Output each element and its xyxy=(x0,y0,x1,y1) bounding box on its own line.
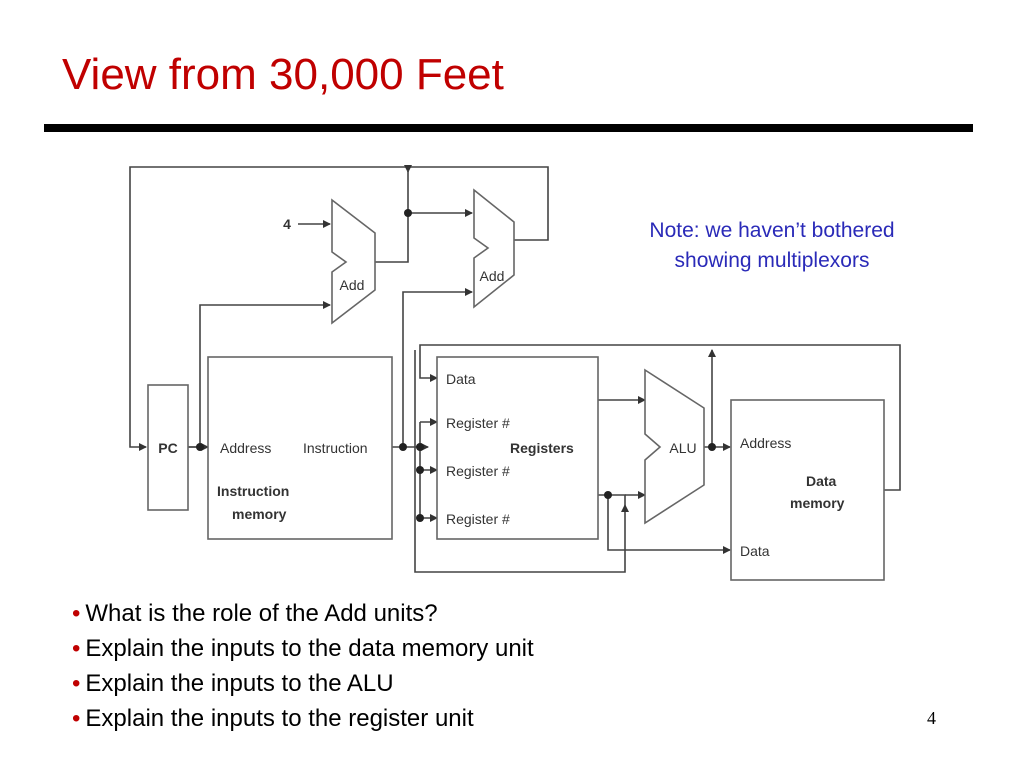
add1-to-add2-wire xyxy=(375,209,473,263)
data-memory-box xyxy=(730,399,885,581)
imem-name-line1: Instruction xyxy=(217,483,289,499)
junction-dot xyxy=(404,209,412,217)
junction-dot xyxy=(416,466,424,474)
alu xyxy=(644,368,705,525)
bullet-item: •Explain the inputs to the data memory u… xyxy=(72,631,534,666)
note-text: Note: we haven’t bothered showing multip… xyxy=(612,216,932,276)
junction-dot xyxy=(416,443,424,451)
bottom-loop-wire xyxy=(414,350,629,573)
reg-data-label: Data xyxy=(446,371,476,387)
imem-address-label: Address xyxy=(220,440,271,456)
junction-dot xyxy=(399,443,407,451)
bullet-item: •What is the role of the Add units? xyxy=(72,596,534,631)
imem-instruction-label: Instruction xyxy=(303,440,368,456)
reg-num2-label: Register # xyxy=(446,463,510,479)
page-number: 4 xyxy=(927,708,936,728)
adder-2 xyxy=(473,188,515,309)
junction-dot xyxy=(604,491,612,499)
slide-title: View from 30,000 Feet xyxy=(62,50,504,99)
pc-label: PC xyxy=(158,440,177,456)
reg-num1-label: Register # xyxy=(446,415,510,431)
bullet-marker: • xyxy=(72,705,81,732)
pc-feedback-wire xyxy=(129,166,549,451)
registers-box xyxy=(436,356,599,540)
junction-dot xyxy=(708,443,716,451)
registers-name: Registers xyxy=(510,440,574,456)
pc-box xyxy=(147,384,189,511)
bullet-marker: • xyxy=(72,635,81,662)
instruction-memory-box xyxy=(207,356,393,540)
bullet-marker: • xyxy=(72,600,81,627)
constant-four-label: 4 xyxy=(283,216,291,232)
bullet-marker: • xyxy=(72,670,81,697)
dmem-address-label: Address xyxy=(740,435,791,451)
imem-name-line2: memory xyxy=(232,506,287,522)
reg-to-dmem-data-wire xyxy=(607,495,731,554)
adder-1 xyxy=(331,198,376,325)
adder-1-label: Add xyxy=(340,277,365,293)
bullet-item: •Explain the inputs to the register unit xyxy=(72,701,534,736)
title-rule xyxy=(44,124,973,132)
dmem-name-line1: Data xyxy=(806,473,837,489)
junction-dot xyxy=(196,443,204,451)
bullet-text: Explain the inputs to the data memory un… xyxy=(85,635,534,662)
reg-num3-label: Register # xyxy=(446,511,510,527)
dmem-name-line2: memory xyxy=(790,495,845,511)
alu-label: ALU xyxy=(669,440,696,456)
adder-2-label: Add xyxy=(480,268,505,284)
bullet-text: Explain the inputs to the ALU xyxy=(85,670,394,697)
bullet-text: What is the role of the Add units? xyxy=(85,600,438,627)
bullet-item: •Explain the inputs to the ALU xyxy=(72,666,534,701)
bullet-list: •What is the role of the Add units? •Exp… xyxy=(72,596,534,736)
note-line-2: showing multiplexors xyxy=(674,249,870,272)
note-line-1: Note: we haven’t bothered xyxy=(649,219,895,242)
dmem-data-label: Data xyxy=(740,543,770,559)
instruction-to-add2-wire xyxy=(402,288,473,447)
bullet-text: Explain the inputs to the register unit xyxy=(85,705,474,732)
write-back-wire xyxy=(419,344,901,491)
junction-dot xyxy=(416,514,424,522)
